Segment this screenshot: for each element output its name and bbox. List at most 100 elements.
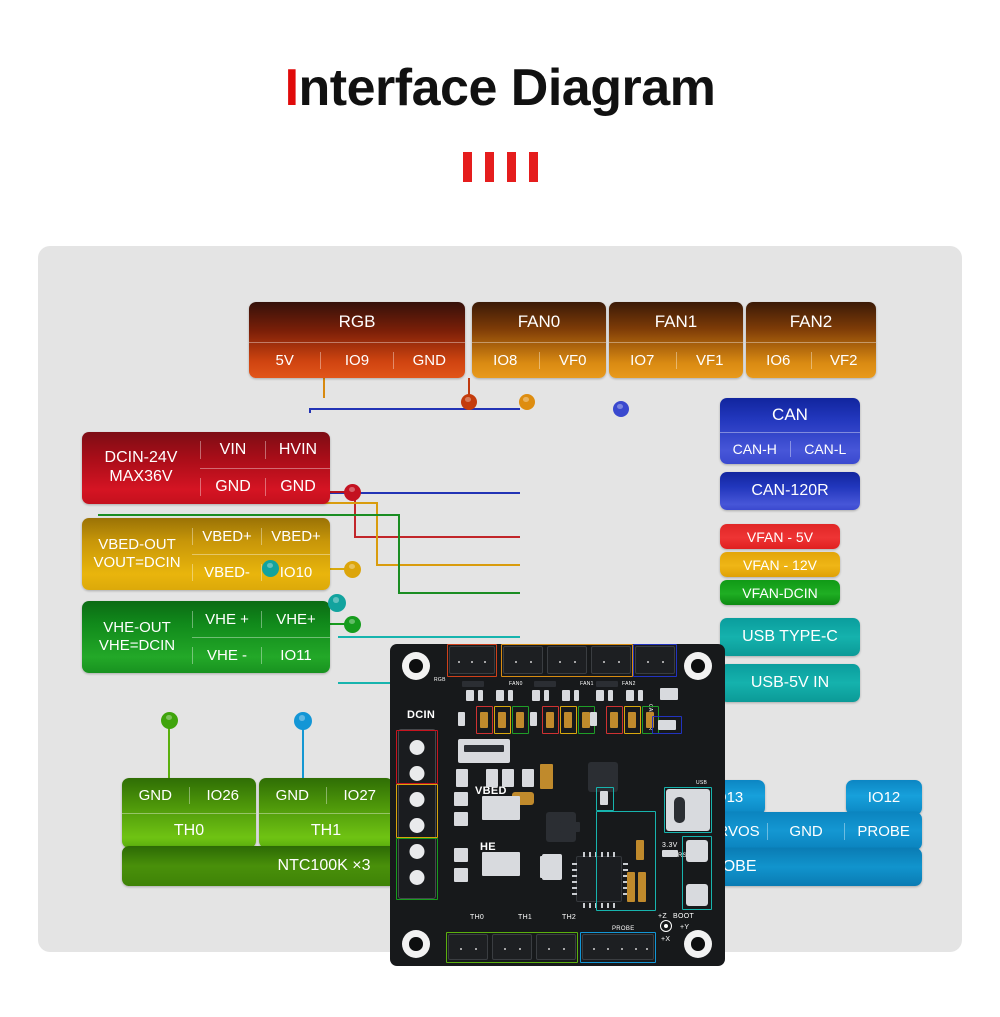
connector-rgb[interactable] (449, 646, 495, 674)
silk-fan1: FAN1 (580, 681, 594, 687)
usb-type-c-connector[interactable] (666, 789, 710, 831)
highlight-dcin-terminal (396, 730, 438, 784)
pin-header-probe[interactable] (638, 872, 646, 902)
silk-th0: TH0 (470, 914, 485, 921)
solder-pad (544, 690, 549, 701)
connector-line-fan0 (323, 378, 325, 398)
label-vfan-5v[interactable]: VFAN - 5V (720, 524, 840, 549)
cap-vbed (454, 792, 468, 806)
label-vfan-dcin[interactable]: VFAN-DCIN (720, 580, 840, 605)
label-rgb[interactable]: RGB 5V IO9 GND (249, 302, 465, 378)
label-vfan-12v[interactable]: VFAN - 12V (720, 552, 840, 577)
usb-5v-in-text: USB-5V IN (750, 674, 830, 691)
terminal-screw[interactable] (409, 740, 425, 755)
terminal-screw[interactable] (409, 792, 425, 807)
highlight-fans (501, 644, 633, 677)
connector-can[interactable] (635, 646, 675, 674)
dcin-cell-1: HVIN (265, 441, 330, 459)
label-can-120r[interactable]: CAN-120R (720, 472, 860, 510)
label-fan1[interactable]: FAN1 IO7 VF1 (609, 302, 743, 378)
label-dcin[interactable]: DCIN-24V MAX36V VIN HVIN GND GND (82, 432, 330, 504)
label-fan2[interactable]: FAN2 IO6 VF2 (746, 302, 876, 378)
th1-gnd: GND (275, 787, 309, 804)
connector-dot-can (613, 401, 629, 417)
fan1-pin-1: VF1 (675, 352, 744, 369)
pin-header-aux[interactable] (636, 840, 644, 860)
vbed-cell-2: VBED- (192, 564, 261, 581)
silk-axis-x: +X (661, 936, 671, 943)
silk-vbed: VBED (475, 785, 507, 797)
mosfet-he (482, 852, 520, 876)
connector-line-vfan12v-h2 (376, 564, 520, 566)
vfan-12v-text: VFAN - 12V (743, 556, 817, 573)
boot-button[interactable] (686, 884, 708, 906)
silk-boot: BOOT (673, 913, 695, 920)
connector-fan1-a[interactable] (547, 646, 587, 674)
label-usb-5v-in[interactable]: USB-5V IN (720, 664, 860, 702)
label-th0[interactable]: GND IO26 TH0 (122, 778, 256, 848)
silk-he: HE (480, 841, 496, 853)
vhe-line2: VHE=DCIN (98, 637, 176, 654)
pin-header-servos[interactable] (627, 872, 635, 902)
terminal-block-power[interactable] (398, 729, 436, 899)
can-120r-resistor (658, 720, 676, 730)
terminal-screw[interactable] (409, 844, 425, 859)
dcin-cell-2: GND (200, 477, 265, 496)
vhe-cell-1: VHE+ (261, 610, 330, 628)
jumper-pad (480, 712, 488, 728)
connector-th1[interactable] (492, 934, 532, 960)
fan0-24v-select (512, 706, 529, 734)
connector-fan0-a[interactable] (503, 646, 543, 674)
connector-th2[interactable] (536, 934, 576, 960)
fan0-header: FAN0 (517, 312, 561, 331)
connector-line-vfandcin-h2 (398, 592, 520, 594)
cap-he-2 (454, 868, 468, 882)
connector-line-can120r (304, 492, 520, 494)
silk-usb: USB (696, 780, 708, 786)
terminal-screw[interactable] (409, 766, 425, 781)
jumper-pad (564, 712, 572, 728)
vbed-cell-3: IO10 (261, 564, 330, 581)
label-fan0[interactable]: FAN0 IO8 VF0 (472, 302, 606, 378)
solder-pad (596, 690, 604, 701)
smd-resistor (458, 712, 465, 726)
title-rest: nterface Diagram (298, 59, 716, 117)
terminal-screw[interactable] (409, 818, 425, 833)
jumper-pad (498, 712, 506, 728)
connector-line-dcin (330, 491, 352, 493)
smd-component (502, 769, 514, 787)
fan2-12v-select (624, 706, 641, 734)
label-io12-tab[interactable]: IO12 (846, 780, 922, 815)
connector-th0[interactable] (448, 934, 488, 960)
connector-line-vfandcin-v (398, 514, 400, 594)
connector-dot-usb-5v-in (262, 560, 279, 577)
label-can[interactable]: CAN CAN-H CAN-L (720, 398, 860, 464)
label-vhe[interactable]: VHE-OUT VHE=DCIN VHE + VHE+ VHE - IO11 (82, 601, 330, 673)
label-vbed[interactable]: VBED-OUT VOUT=DCIN VBED+ VBED+ VBED- IO1… (82, 518, 330, 590)
jumper-pad (646, 712, 654, 728)
label-th1[interactable]: GND IO27 TH1 (259, 778, 393, 848)
highlight-usb-type-c (664, 787, 712, 833)
can-cell-1: CAN-L (789, 440, 861, 457)
label-usb-type-c[interactable]: USB TYPE-C (720, 618, 860, 656)
terminal-screw[interactable] (409, 870, 425, 885)
reset-button[interactable] (686, 840, 708, 862)
can-header: CAN (772, 405, 808, 424)
solder-pad (626, 690, 634, 701)
rgb-pin-0: 5V (275, 352, 294, 369)
dcin-cell-3: GND (265, 477, 330, 496)
probe-pin-3: GND (766, 822, 845, 840)
axis-marker-dot (664, 924, 668, 928)
dcin-line1: DCIN-24V (104, 449, 178, 467)
vhe-cell-2: VHE - (192, 647, 261, 664)
connector-dot-rgb (461, 394, 477, 410)
connector-dot-th (161, 712, 178, 729)
mounting-hole (402, 652, 430, 680)
can-transceiver (660, 688, 678, 700)
silk-th1: TH1 (518, 914, 533, 921)
connector-line-probe (302, 720, 304, 818)
connector-probe[interactable] (582, 934, 654, 960)
connector-fan2-a[interactable] (591, 646, 631, 674)
probe-pin-4: PROBE (844, 822, 922, 840)
cap-vbed-2 (454, 812, 468, 826)
